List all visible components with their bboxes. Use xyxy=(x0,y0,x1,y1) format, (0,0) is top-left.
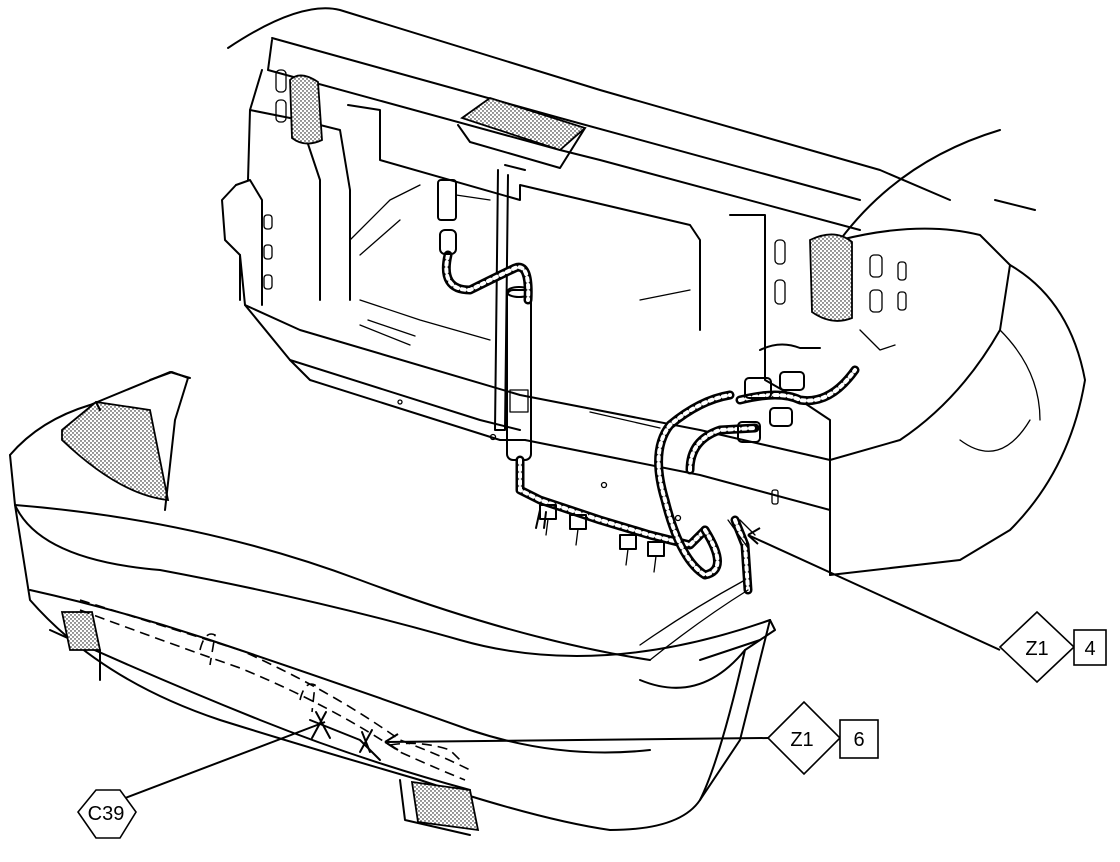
callout-z1-6-box xyxy=(839,719,879,759)
callout-z1-6: Z1 6 xyxy=(766,700,879,776)
callout-z1-4: Z1 4 xyxy=(998,610,1107,684)
front-bumper-fascia xyxy=(9,371,776,836)
horn-wiring-harness xyxy=(437,164,860,595)
callout-z1-6-ref: 6 xyxy=(853,729,864,751)
callout-c39: C39 xyxy=(76,789,137,839)
leader-lines xyxy=(119,527,1001,801)
callout-z1-4-box xyxy=(1073,629,1107,666)
radiator-support xyxy=(221,7,1086,576)
callout-z1-4-code: Z1 xyxy=(1025,638,1048,660)
callout-z1-4-ref: 4 xyxy=(1084,638,1095,660)
callout-c39-code: C39 xyxy=(88,803,125,825)
callout-z1-6-code: Z1 xyxy=(790,729,813,751)
callout-c39-hexagon xyxy=(76,789,137,839)
